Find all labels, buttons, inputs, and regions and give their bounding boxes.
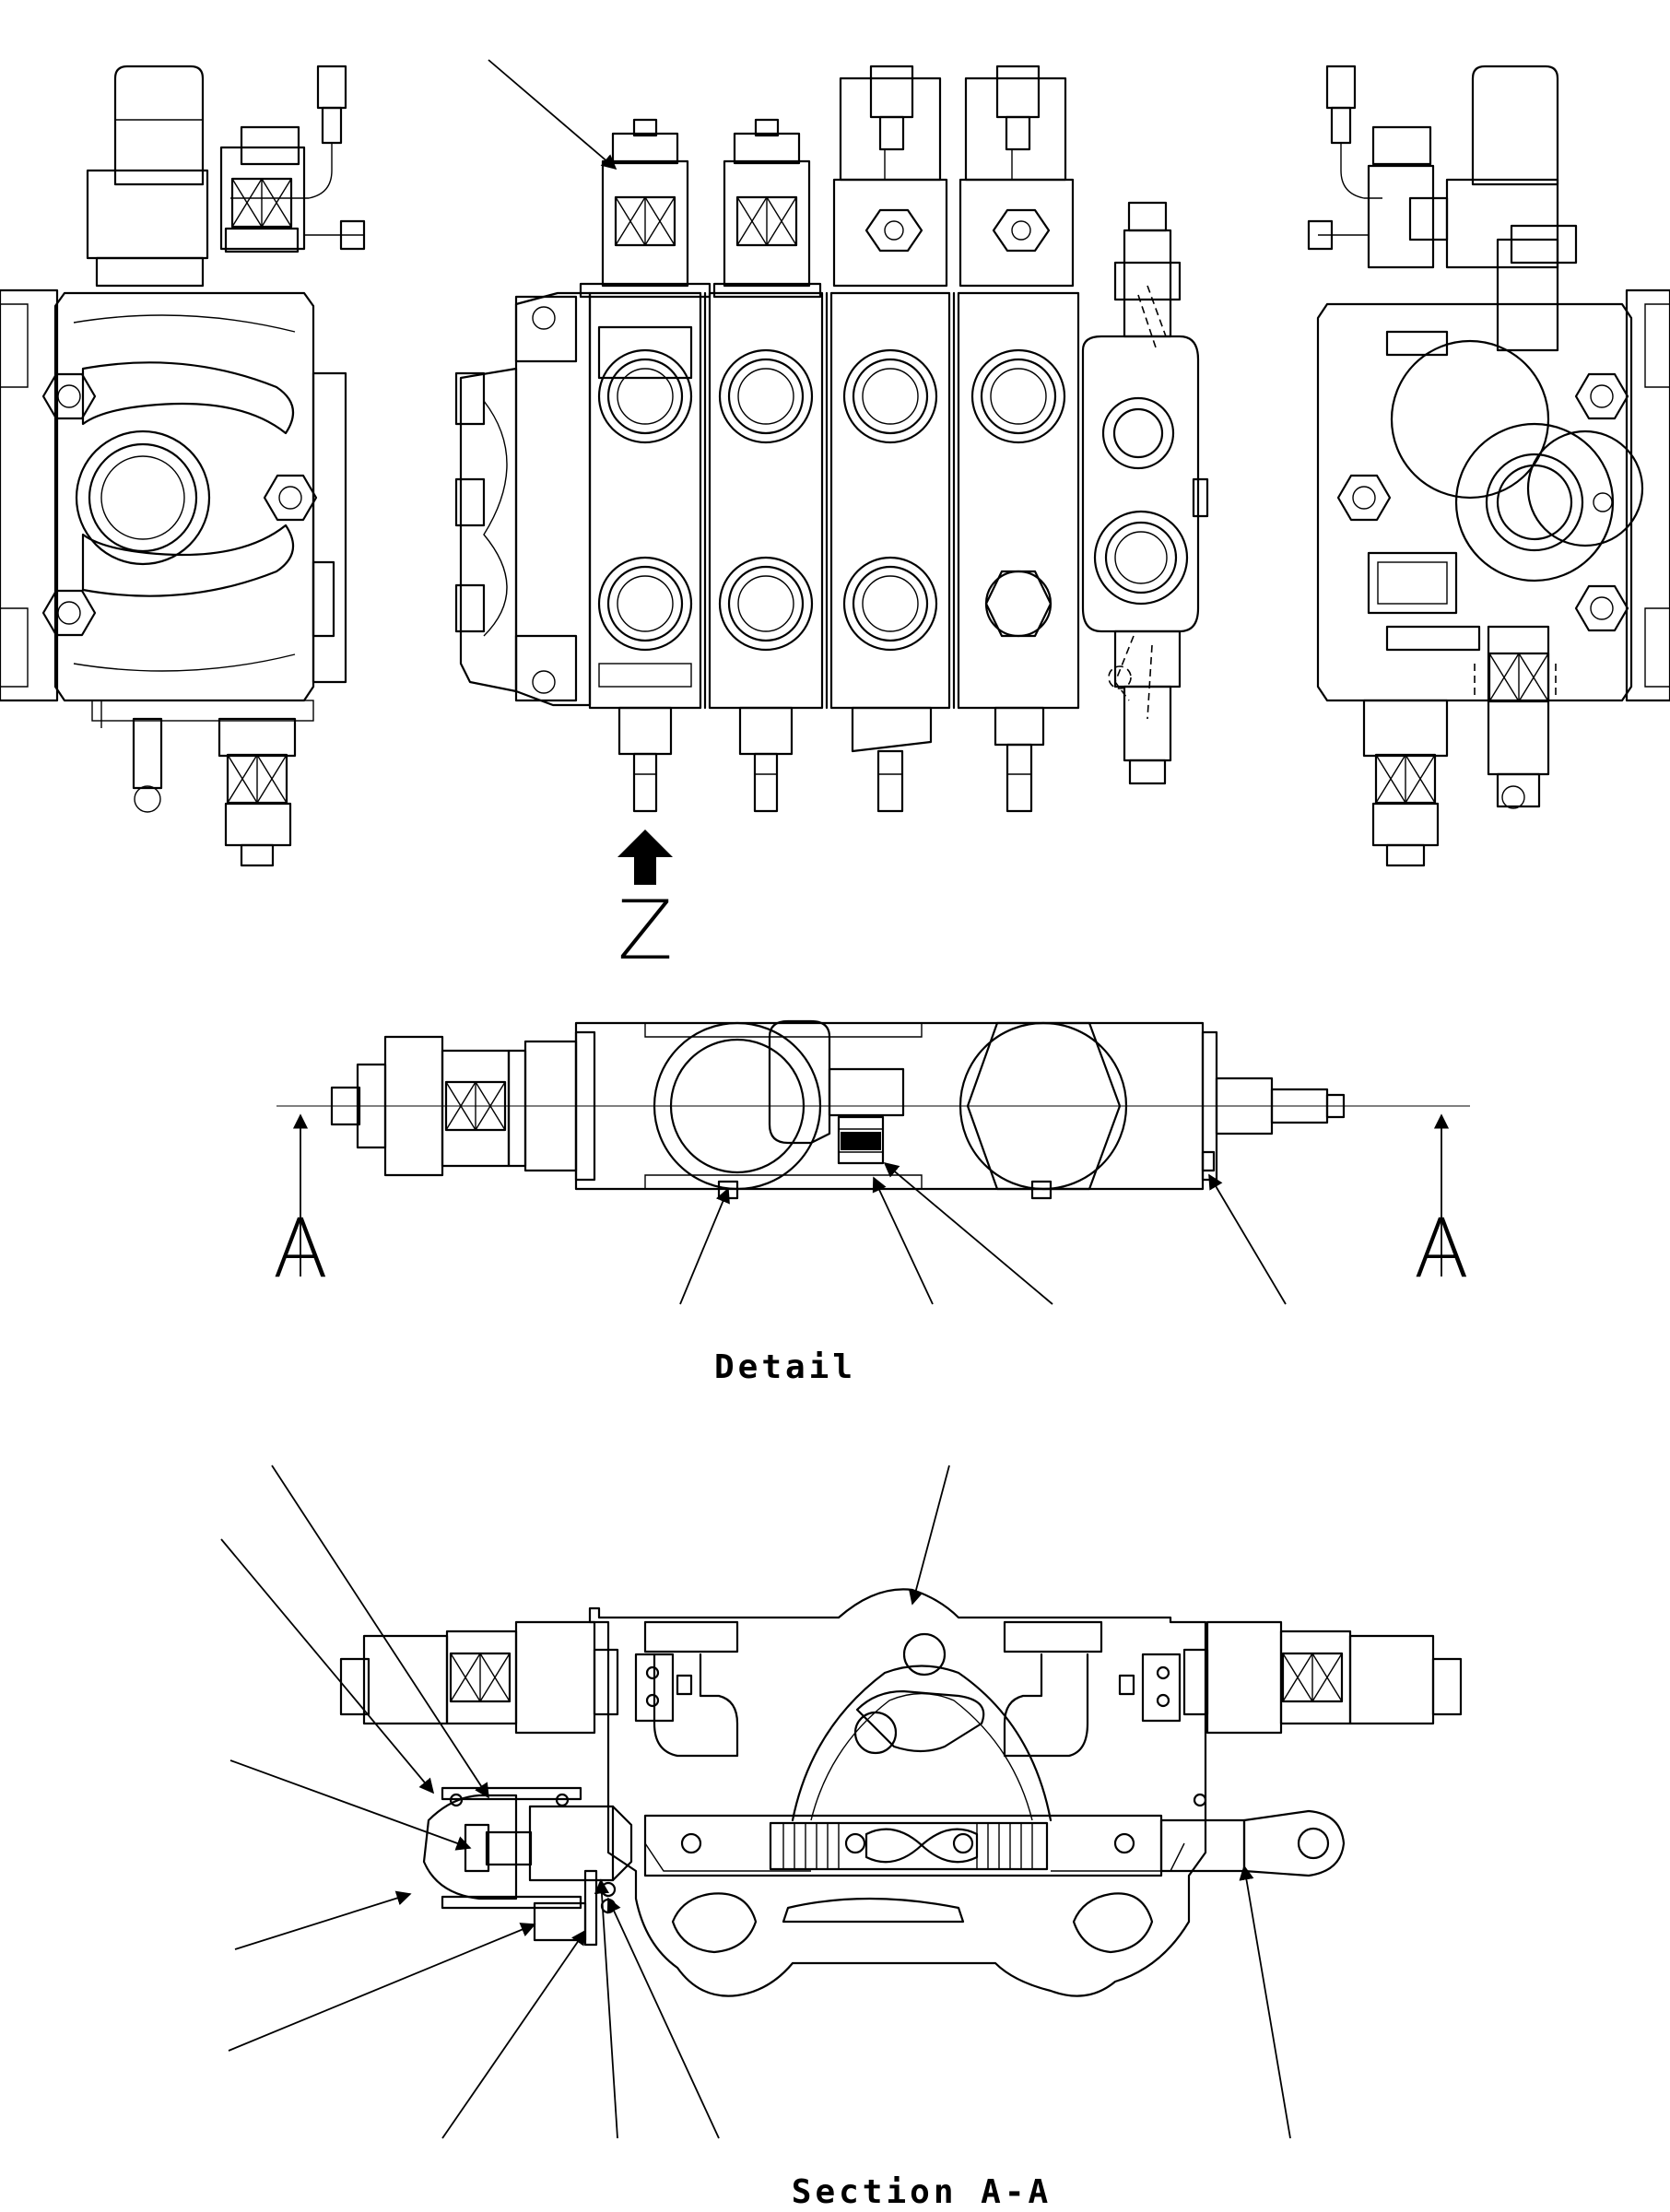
spool-lands [782,1823,1033,1869]
section-marker-right: A [1414,1201,1469,1296]
spool-section-4 [957,65,1080,813]
right-side-view [1307,65,1670,867]
spool-section-3 [829,65,951,813]
detail-view: A A Detail [273,1019,1470,1386]
view-arrow-z: Z [617,830,673,978]
relief-valve-end-cover [1081,201,1209,785]
section-marker-left: A [273,1201,328,1296]
left-side-view [0,65,366,867]
solid-up-arrow-icon [617,830,673,885]
spool-section-2 [708,118,824,813]
spool-section-1 [579,118,712,813]
section-caption: Section A-A [792,2173,1052,2211]
front-view [454,59,1209,813]
section-a-a-view: Section A-A [220,1465,1463,2211]
view-arrow-label: Z [617,883,673,978]
detail-caption: Detail [714,1348,856,1386]
